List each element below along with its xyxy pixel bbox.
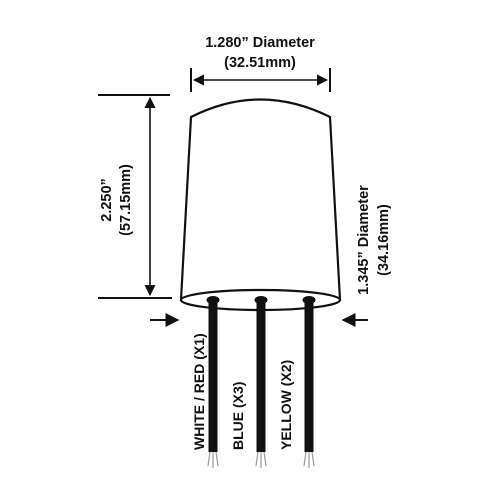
top-diameter-metric: (32.51mm) <box>224 55 296 71</box>
wire-white-red <box>206 296 220 468</box>
wire-label-blue: BLUE (X3) <box>230 382 246 450</box>
capsule-body <box>179 98 342 302</box>
height-label: 2.250” <box>99 178 115 222</box>
wire-yellow <box>302 296 316 468</box>
wire-label-white-red: WHITE / RED (X1) <box>191 333 207 450</box>
bottom-diameter-label: 1.345” Diameter <box>356 185 372 295</box>
wire-label-yellow: YELLOW (X2) <box>278 360 294 450</box>
bottom-diameter-metric: (34.16mm) <box>376 204 392 276</box>
wire-blue <box>254 296 268 468</box>
top-diameter-label: 1.280” Diameter <box>205 35 315 51</box>
height-metric: (57.15mm) <box>118 164 134 236</box>
